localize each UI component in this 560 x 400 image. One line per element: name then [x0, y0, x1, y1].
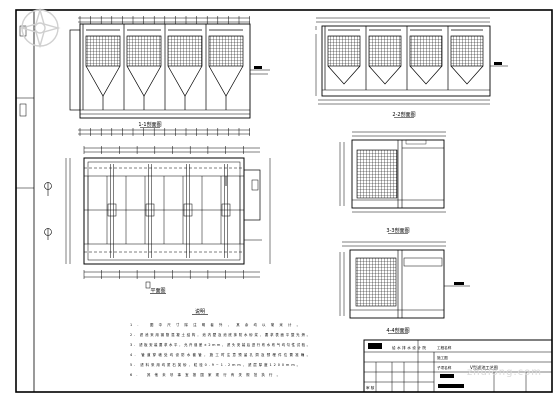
plan-view-caption: 平面图: [150, 288, 165, 294]
note-line: 4. 管道穿墙处均设防水套管，施工时注意预留孔洞及预埋件位置准确。: [130, 352, 310, 357]
notes-block: 说明 1. 图中尺寸除注明者外，其余均以毫米计。 2. 滤池采用钢筋混凝土结构，…: [130, 308, 310, 377]
title-block-sign: 审 核: [366, 385, 375, 390]
title-block-row-a: 工程名称: [437, 345, 452, 350]
watermark-text: zhulong.com: [466, 367, 542, 378]
sheet-frame: [15, 9, 553, 393]
title-block-stage: 施工图: [437, 355, 448, 360]
section-1-1-caption: 1-1剖面图: [138, 121, 161, 128]
section-3-3: [339, 131, 446, 213]
note-line: 1. 图中尺寸除注明者外，其余均以毫米计。: [130, 322, 300, 327]
note-line: 5. 滤料采用均质石英砂，粒径0.9~1.2mm，滤层厚度1200mm。: [130, 362, 300, 367]
title-block-drawing-name: V型滤池工艺图: [470, 364, 498, 371]
watermark-logo: [19, 7, 61, 49]
section-2-2-caption: 2-2剖面图: [392, 111, 415, 118]
note-line: 2. 滤池采用钢筋混凝土结构，池内壁及池底抹防水砂浆，要求表面平整光滑。: [130, 332, 310, 337]
note-line: 3. 滤板安装要求水平，允许误差±2mm，滤头安装后进行布水布气均匀性试验。: [130, 342, 310, 347]
title-block-org: 给水排水设计院: [392, 345, 426, 350]
note-line: 6. 其他未尽事宜按国家现行有关规范执行。: [130, 372, 280, 377]
plan-view: [44, 146, 271, 279]
section-2-2: [315, 17, 508, 105]
section-1-1: [69, 16, 270, 136]
notes-heading: 说明: [195, 308, 205, 315]
title-block-row-b: 子项名称: [437, 365, 452, 370]
section-4-4: [339, 241, 470, 319]
section-4-4-caption: 4-4剖面图: [386, 327, 409, 334]
title-block: [363, 339, 553, 393]
section-3-3-caption: 3-3剖面图: [386, 227, 409, 234]
